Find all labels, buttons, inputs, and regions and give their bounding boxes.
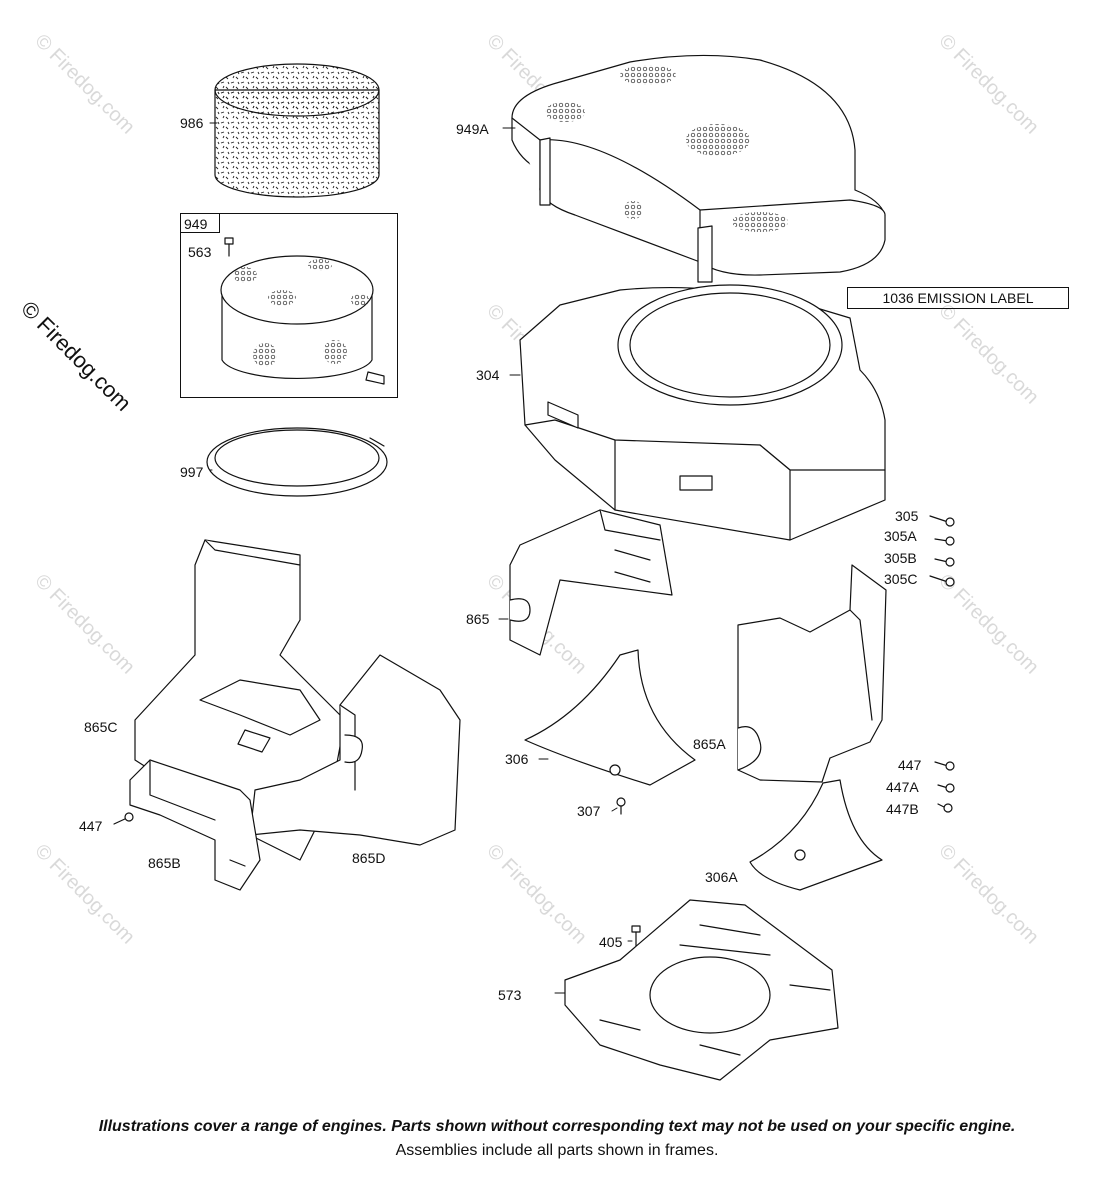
callout-865C: 865C	[84, 719, 118, 735]
callout-447: 447	[898, 757, 922, 773]
assembly-frame-tag: 949	[180, 213, 220, 233]
screw-405	[631, 925, 641, 949]
air-cleaner-element-949	[220, 255, 385, 385]
callout-405: 405	[599, 934, 623, 950]
callout-447-left: 447	[79, 818, 103, 834]
footer-assembly-note: Assemblies include all parts shown in fr…	[395, 1142, 719, 1159]
screw-447-left	[113, 812, 134, 825]
baffle-865	[509, 509, 673, 656]
callout-865: 865	[466, 611, 490, 627]
callout-865B: 865B	[148, 855, 181, 871]
blower-housing-304	[519, 284, 886, 541]
callout-305C: 305C	[884, 571, 918, 587]
air-cleaner-cover-949A	[511, 54, 886, 283]
callout-305A: 305A	[884, 528, 917, 544]
emission-label-callout: 1036 EMISSION LABEL	[847, 287, 1069, 309]
gasket-ring-997	[206, 427, 388, 497]
callout-306A: 306A	[705, 869, 738, 885]
foam-precleaner-986	[214, 63, 380, 198]
callout-949A: 949A	[456, 121, 489, 137]
baffle-865B	[129, 759, 261, 891]
footer-disclaimer: Illustrations cover a range of engines. …	[98, 1118, 1016, 1135]
cylinder-shield-306A	[749, 779, 883, 891]
callout-986: 986	[180, 115, 204, 131]
screw-447A	[937, 783, 955, 793]
callout-307: 307	[577, 803, 601, 819]
assembly-frame	[180, 213, 398, 398]
callout-306: 306	[505, 751, 529, 767]
screw-563	[224, 237, 234, 257]
base-plate-573	[564, 899, 839, 1081]
screw-307	[616, 797, 626, 815]
callout-447A: 447A	[886, 779, 919, 795]
callout-865D: 865D	[352, 850, 386, 866]
screw-305C	[929, 575, 955, 587]
screw-447	[934, 761, 955, 771]
callout-865A: 865A	[693, 736, 726, 752]
baffle-865D	[249, 654, 461, 846]
callout-573: 573	[498, 987, 522, 1003]
callout-447B: 447B	[886, 801, 919, 817]
screw-305A	[934, 536, 955, 546]
callout-305: 305	[895, 508, 919, 524]
callout-997: 997	[180, 464, 204, 480]
callout-304: 304	[476, 367, 500, 383]
screw-305B	[934, 557, 955, 567]
callout-563: 563	[188, 244, 212, 260]
screw-305	[929, 515, 955, 527]
cylinder-shield-306	[524, 649, 696, 786]
baffle-865A	[737, 564, 887, 783]
callout-305B: 305B	[884, 550, 917, 566]
screw-447B	[937, 803, 953, 813]
